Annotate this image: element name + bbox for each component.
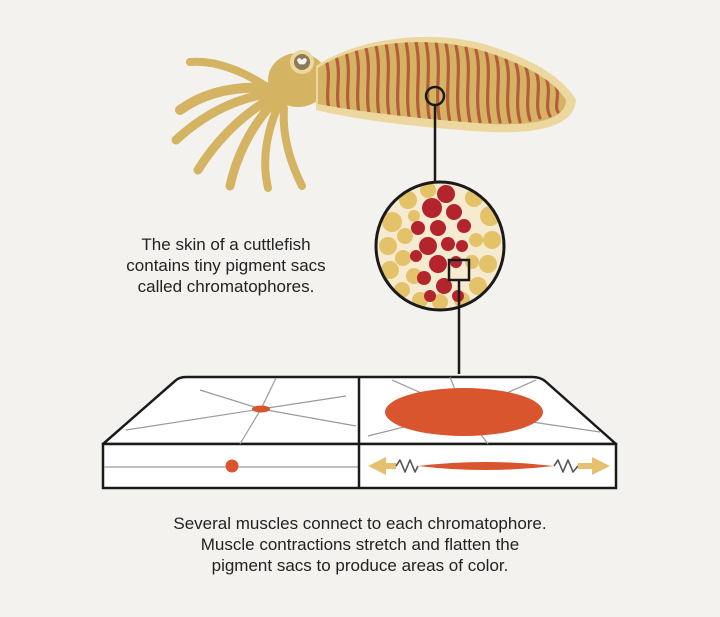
- relaxed-cell: [104, 377, 358, 473]
- stretched-pigment-sac-top: [385, 388, 543, 436]
- muscle-arrow-left-icon: [368, 457, 419, 475]
- relaxed-pigment-sac-top: [252, 405, 270, 413]
- relaxed-pigment-sac-side: [225, 459, 239, 473]
- stretched-pigment-sac-side: [418, 462, 554, 470]
- muscle-caption-line-3: pigment sacs to produce areas of color.: [211, 556, 509, 575]
- muscle-caption: Several muscles connect to each chromato…: [110, 513, 610, 576]
- muscle-caption-line-2: Muscle contractions stretch and flatten …: [200, 535, 520, 554]
- skin-caption: The skin of a cuttlefish contains tiny p…: [96, 234, 356, 297]
- cuttlefish-icon: [171, 36, 576, 192]
- skin-caption-line-1: The skin of a cuttlefish: [141, 235, 311, 254]
- magnified-skin-icon: [374, 180, 506, 312]
- muscle-caption-line-1: Several muscles connect to each chromato…: [173, 514, 547, 533]
- skin-caption-line-3: called chromatophores.: [137, 277, 315, 296]
- stretched-cell: [367, 376, 610, 475]
- skin-cross-section-icon: [101, 375, 618, 490]
- muscle-arrow-right-icon: [553, 457, 610, 475]
- skin-caption-line-2: contains tiny pigment sacs: [126, 256, 326, 275]
